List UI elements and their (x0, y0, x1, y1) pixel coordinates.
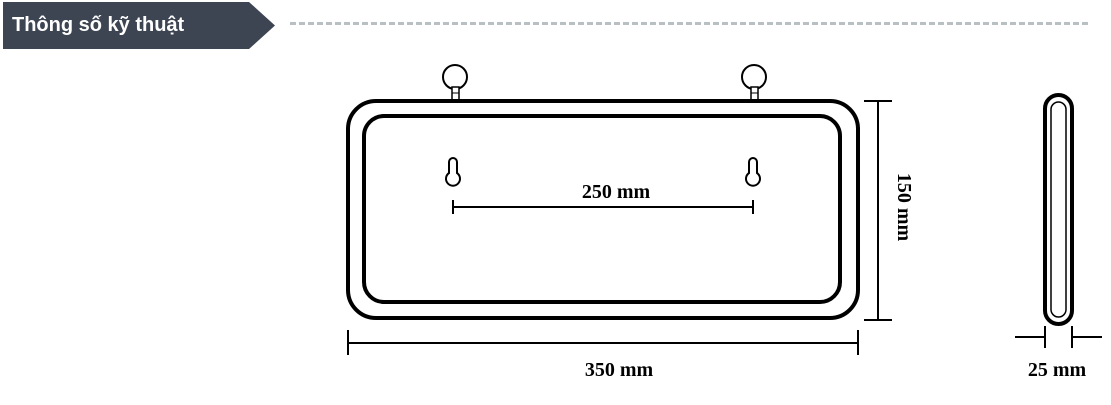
width-dimension (347, 330, 859, 355)
height-label: 150 mm (893, 173, 915, 242)
header-divider (290, 22, 1088, 25)
height-dimension (864, 100, 892, 321)
sign-side-profile (1043, 93, 1074, 326)
width-label: 350 mm (585, 359, 654, 381)
hole-spacing-label: 250 mm (582, 181, 651, 203)
hook-left (442, 64, 468, 101)
depth-dimension (1015, 326, 1102, 348)
keyhole-left-icon (445, 157, 461, 187)
sign-side-profile-inner (1050, 101, 1067, 318)
keyhole-right-icon (745, 157, 761, 187)
hook-right (741, 64, 767, 101)
sign-outer-frame (346, 99, 860, 320)
hole-spacing-dimension (452, 200, 754, 214)
section-header-tab (3, 2, 275, 49)
sign-inner-frame (362, 114, 842, 304)
section-title: Thông số kỹ thuật (12, 14, 185, 36)
depth-label: 25 mm (1028, 359, 1087, 381)
